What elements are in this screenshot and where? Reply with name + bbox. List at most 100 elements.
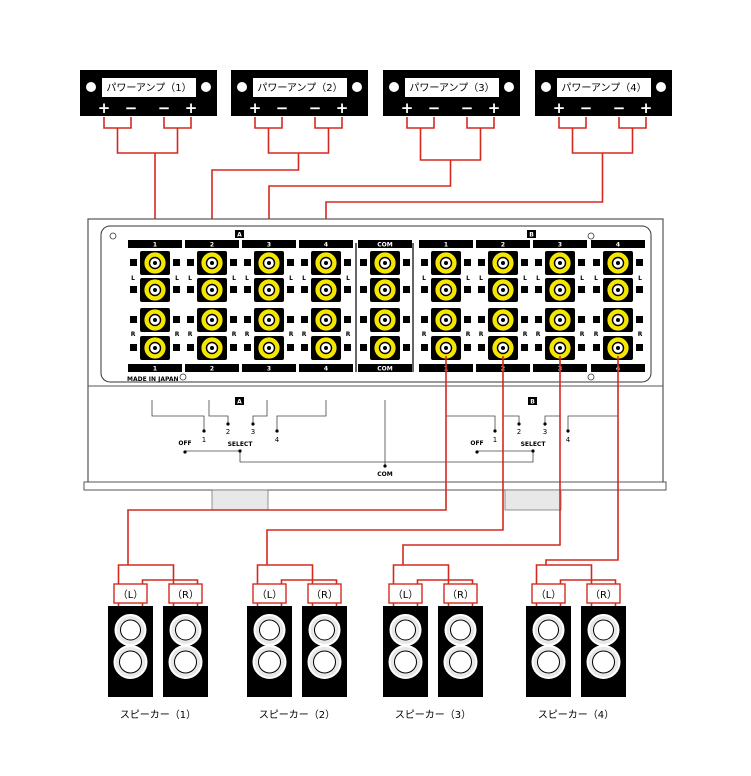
- mount-hole-icon: [504, 82, 514, 92]
- polarity-marker: [478, 286, 485, 293]
- selector-a-pos-1: 1: [202, 436, 206, 444]
- amp-wire-bridge: [116, 128, 179, 154]
- selector-a-badge-text: A: [237, 399, 242, 406]
- selector-a-badge: [235, 397, 244, 405]
- post-hole-icon: [267, 346, 271, 350]
- polarity-marker: [187, 259, 194, 266]
- selector-dots: [183, 422, 570, 468]
- speaker-feed-wire: [402, 356, 561, 565]
- speaker-label-box: [168, 583, 203, 604]
- post-hole-icon: [616, 318, 620, 322]
- speaker-row: （L）（R）スピーカー（1）（L）（R）スピーカー（2）（L）（R）スピーカー（…: [108, 583, 626, 721]
- polarity-marker: [464, 344, 471, 351]
- screw-icon: [587, 373, 595, 381]
- amp-terminal-sign: −: [461, 99, 474, 117]
- post-hole-icon: [383, 288, 387, 292]
- amplifier-1: パワーアンプ（1）+−−+: [80, 70, 217, 117]
- channel-label-l: L: [245, 275, 249, 282]
- speaker-pair-3: （L）（R） スピーカー（3）: [383, 583, 483, 721]
- selector-b-pos-3: 3: [543, 428, 547, 436]
- amplifier-4: パワーアンプ（4）+−−+: [535, 70, 672, 117]
- amplifier-label: パワーアンプ（4）: [561, 82, 646, 94]
- polarity-marker: [403, 259, 410, 266]
- channel-label-l: L: [638, 275, 642, 282]
- channel-label-l: L: [536, 275, 540, 282]
- column-footer-bar: [185, 364, 239, 372]
- speaker-left: （L）: [383, 583, 428, 697]
- polarity-marker: [360, 259, 367, 266]
- polarity-marker: [230, 259, 237, 266]
- polarity-marker: [287, 286, 294, 293]
- speaker-label-box: [443, 583, 478, 604]
- tweeter-cone-icon: [120, 619, 141, 641]
- channel-label-r: R: [131, 331, 136, 338]
- group-a-badge: [235, 230, 244, 238]
- polarity-marker: [593, 259, 600, 266]
- binding-post: [593, 278, 643, 302]
- mount-hole-icon: [86, 82, 96, 92]
- channel-label-r: R: [536, 331, 541, 338]
- column-footer-label: 2: [210, 366, 214, 373]
- channel-label-r: R: [580, 331, 585, 338]
- com-bottom-label: COM: [377, 471, 393, 478]
- channel-label-r: R: [245, 331, 250, 338]
- tweeter-cone-icon: [450, 619, 471, 641]
- selector-a-line-3: [252, 400, 268, 423]
- amp-wire-bridge: [571, 128, 634, 154]
- polarity-marker: [593, 344, 600, 351]
- column-footer-label: COM: [377, 366, 393, 373]
- speaker-label-box: [531, 583, 566, 604]
- channel-label-l: L: [302, 275, 306, 282]
- post-hole-icon: [501, 288, 505, 292]
- polarity-marker: [578, 286, 585, 293]
- woofer-cone-icon: [258, 650, 281, 674]
- selector-a-pos-3: 3: [251, 428, 255, 436]
- woofer-cone-icon: [592, 650, 615, 674]
- amp-wire-left-pair: [254, 117, 283, 129]
- speaker-caption: スピーカー（3）: [395, 709, 471, 721]
- binding-post: [478, 336, 528, 360]
- post-hole-icon: [267, 288, 271, 292]
- column-footer-label: 1: [153, 366, 157, 373]
- selector-a-line-4: [276, 400, 327, 430]
- polarity-marker: [421, 316, 428, 323]
- channel-label-l: L: [479, 275, 483, 282]
- polarity-marker: [578, 344, 585, 351]
- post-hole-icon: [210, 318, 214, 322]
- column-footer-bar: [299, 364, 353, 372]
- channel-label-r: R: [638, 331, 643, 338]
- post-hole-icon: [616, 261, 620, 265]
- post-hole-icon: [324, 288, 328, 292]
- polarity-marker: [421, 344, 428, 351]
- binding-post: [360, 336, 410, 360]
- column-header-label: 1: [153, 242, 157, 249]
- post-hole-icon: [444, 288, 448, 292]
- amplifier-label-box: [253, 78, 347, 97]
- column-header-label: 3: [267, 242, 271, 249]
- polarity-marker: [187, 344, 194, 351]
- polarity-marker: [578, 316, 585, 323]
- selector-b-select: SELECT: [521, 441, 547, 448]
- binding-post: [421, 336, 471, 360]
- woofer-cone-icon: [449, 650, 472, 674]
- speaker-right: （R）: [438, 583, 483, 697]
- polarity-marker: [344, 316, 351, 323]
- amp-wire-bridge: [267, 128, 330, 154]
- post-hole-icon: [210, 261, 214, 265]
- polarity-marker: [301, 316, 308, 323]
- tweeter-cone-icon: [538, 619, 559, 641]
- post-hole-icon: [444, 318, 448, 322]
- speaker-channel-label: （R）: [311, 589, 338, 601]
- mount-hole-icon: [541, 82, 551, 92]
- polarity-marker: [403, 316, 410, 323]
- speaker-left: （L）: [108, 583, 153, 697]
- post-hole-icon: [324, 318, 328, 322]
- amplifier-label-box: [405, 78, 499, 97]
- woofer-cone-icon: [313, 650, 336, 674]
- woofer-cone-icon: [119, 650, 142, 674]
- screw-icon: [179, 373, 187, 381]
- binding-post: [301, 336, 351, 360]
